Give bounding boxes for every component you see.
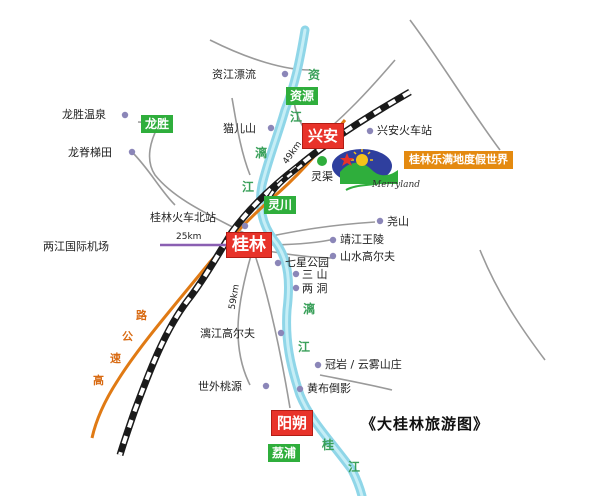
road-east-lower <box>479 249 546 361</box>
city-yangshuo[interactable]: 阳朔 <box>271 410 314 436</box>
road-maoershan <box>231 97 251 176</box>
place-xingan-station[interactable]: 兴安火车站 <box>377 124 432 137</box>
place-jingjiang-tomb[interactable]: 靖江王陵 <box>340 233 384 246</box>
poi-dot <box>267 124 275 132</box>
star-icon <box>340 153 354 166</box>
place-maoer-mountain[interactable]: 猫儿山 <box>223 122 256 135</box>
place-guanyan-yunwu[interactable]: 冠岩 / 云雾山庄 <box>325 358 402 371</box>
poi-dot <box>121 111 129 119</box>
poi-dot <box>329 236 337 244</box>
river-label: 资 <box>308 68 321 82</box>
airplane-icon <box>136 235 158 255</box>
town-jiapu[interactable]: 荔浦 <box>268 444 301 462</box>
poi-dot <box>292 284 300 292</box>
road-longji <box>131 151 176 206</box>
poi-dot <box>281 70 289 78</box>
river-label: 江 <box>290 110 303 124</box>
lijiang-river <box>256 25 367 496</box>
poi-dot <box>366 127 374 135</box>
sun-rays <box>351 149 373 161</box>
poi-dot <box>274 259 282 267</box>
place-shanshui-golf[interactable]: 山水高尔夫 <box>340 250 395 263</box>
river-label: 漓 <box>255 146 268 160</box>
river-label: 江 <box>348 460 361 474</box>
resort-logo-text: Merryland <box>372 180 421 190</box>
town-ziyuan[interactable]: 资源 <box>286 87 319 105</box>
place-guilin-north-station[interactable]: 桂林火车北站 <box>150 211 216 224</box>
sun-icon <box>356 154 368 166</box>
place-lingqu[interactable]: 灵渠 <box>311 170 333 183</box>
town-lingchuan[interactable]: 灵川 <box>264 196 297 214</box>
river-label: 江 <box>242 180 255 194</box>
road-network <box>131 19 546 409</box>
highway-label: 速 <box>110 352 121 365</box>
place-huangbu-daoying[interactable]: 黄布倒影 <box>307 382 351 395</box>
road-to-yangshuo <box>254 254 291 409</box>
resort-label[interactable]: 桂林乐满地度假世界 <box>404 151 513 169</box>
place-qixing-park[interactable]: 七星公园 <box>285 256 329 269</box>
poi-dot <box>128 148 136 156</box>
poi-dot <box>262 382 270 390</box>
highway-label: 公 <box>122 330 133 343</box>
place-yaoshan[interactable]: 尧山 <box>387 215 409 228</box>
poi-dot <box>376 217 384 225</box>
road-shiwai <box>237 251 253 386</box>
poi-dot <box>292 270 300 278</box>
highway-label: 高 <box>93 374 104 387</box>
place-zijiang-rafting[interactable]: 资江漂流 <box>212 68 256 81</box>
place-liangdong[interactable]: 两 洞 <box>302 282 328 295</box>
poi-dot <box>296 385 304 393</box>
river-label: 桂 <box>322 438 335 452</box>
place-longsheng-hotspring[interactable]: 龙胜温泉 <box>62 108 106 121</box>
poi-dot <box>241 222 249 230</box>
merryland-logo-icon <box>332 149 398 191</box>
city-xingan[interactable]: 兴安 <box>302 123 345 149</box>
place-longji-terraces[interactable]: 龙脊梯田 <box>68 146 112 159</box>
highway-label: 路 <box>136 309 147 322</box>
distance-airport: 25km <box>176 232 202 242</box>
lingqu-dot <box>317 156 327 166</box>
map-title: 《大桂林旅游图》 <box>361 415 490 433</box>
poi-dot <box>277 329 285 337</box>
city-guilin[interactable]: 桂林 <box>226 232 272 258</box>
place-sanshan[interactable]: 三 山 <box>302 268 328 281</box>
road-east-outer <box>409 19 501 151</box>
poi-dot <box>329 252 337 260</box>
place-shiwai-taoyuan[interactable]: 世外桃源 <box>198 380 242 393</box>
airport-badge <box>131 232 164 256</box>
place-lijiang-golf[interactable]: 漓江高尔夫 <box>200 327 255 340</box>
town-longsheng[interactable]: 龙胜 <box>141 115 174 133</box>
road-longsheng <box>148 122 249 236</box>
road-huangbu <box>319 374 393 391</box>
river-label: 漓 <box>303 302 316 316</box>
place-liangjiang-airport[interactable]: 两江国际机场 <box>43 240 109 253</box>
river-label: 江 <box>298 340 311 354</box>
poi-dot <box>314 361 322 369</box>
poi-dots <box>121 70 384 393</box>
